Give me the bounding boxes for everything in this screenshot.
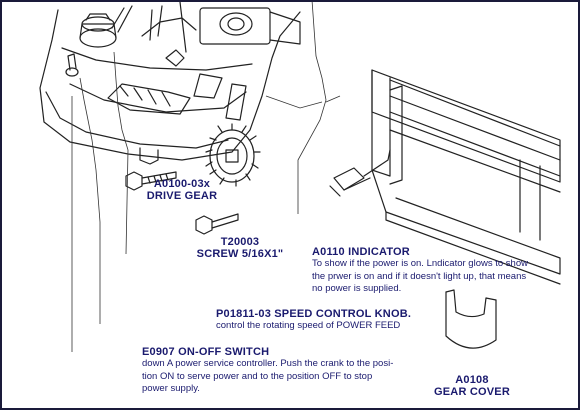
switch-label: E0907 ON-OFF SWITCH down A power service… [142, 346, 418, 396]
speed-knob-title: P01811-03 SPEED CONTROL KNOB. [216, 308, 412, 320]
screw-label: T20003 SCREW 5/16X1" [190, 236, 290, 260]
gear-cover-code: A0108 [455, 374, 489, 386]
speed-knob-label: P01811-03 SPEED CONTROL KNOB. control th… [216, 308, 436, 333]
indicator-desc-line-1: To show if the power is on. Lndicator gl… [312, 258, 528, 269]
drive-gear-name: DRIVE GEAR [146, 190, 218, 202]
gear-cover-label: A0108 GEAR COVER [426, 374, 518, 398]
indicator-label: A0110 INDICATOR To show if the power is … [312, 246, 574, 296]
indicator-desc-line-2: the prwer is on and if it doesn't light … [312, 270, 527, 282]
screw-drawing [195, 213, 239, 235]
mounting-bracket-drawing [329, 69, 561, 285]
switch-desc-line-1: down A power service controller. Push th… [142, 358, 394, 369]
switch-desc-line-3: power supply. [142, 383, 200, 394]
speed-knob-desc: control the rotating speed of POWER FEED [216, 320, 401, 331]
screw-name: SCREW 5/16X1" [196, 248, 284, 260]
switch-desc-line-2: tion ON to serve power and to the positi… [142, 370, 373, 382]
screw-code: T20003 [220, 236, 260, 248]
speed-knob-drawing [79, 5, 133, 48]
drive-gear-drawing [205, 123, 261, 187]
drive-gear-code: A0100-03x [153, 178, 211, 190]
power-feed-housing [39, 9, 301, 165]
indicator-drawing [141, 1, 301, 67]
switch-title: E0907 ON-OFF SWITCH [142, 346, 270, 358]
drive-gear-label: A0100-03x DRIVE GEAR [140, 178, 224, 202]
leader-lines [71, 0, 341, 352]
gear-cover-drawing [445, 289, 497, 349]
switch-drawing [65, 53, 79, 77]
gear-cover-name: GEAR COVER [434, 386, 510, 398]
indicator-title: A0110 INDICATOR [312, 246, 410, 258]
bolt-drawing [125, 171, 177, 191]
indicator-desc-line-3: no power is supplied. [312, 283, 402, 294]
